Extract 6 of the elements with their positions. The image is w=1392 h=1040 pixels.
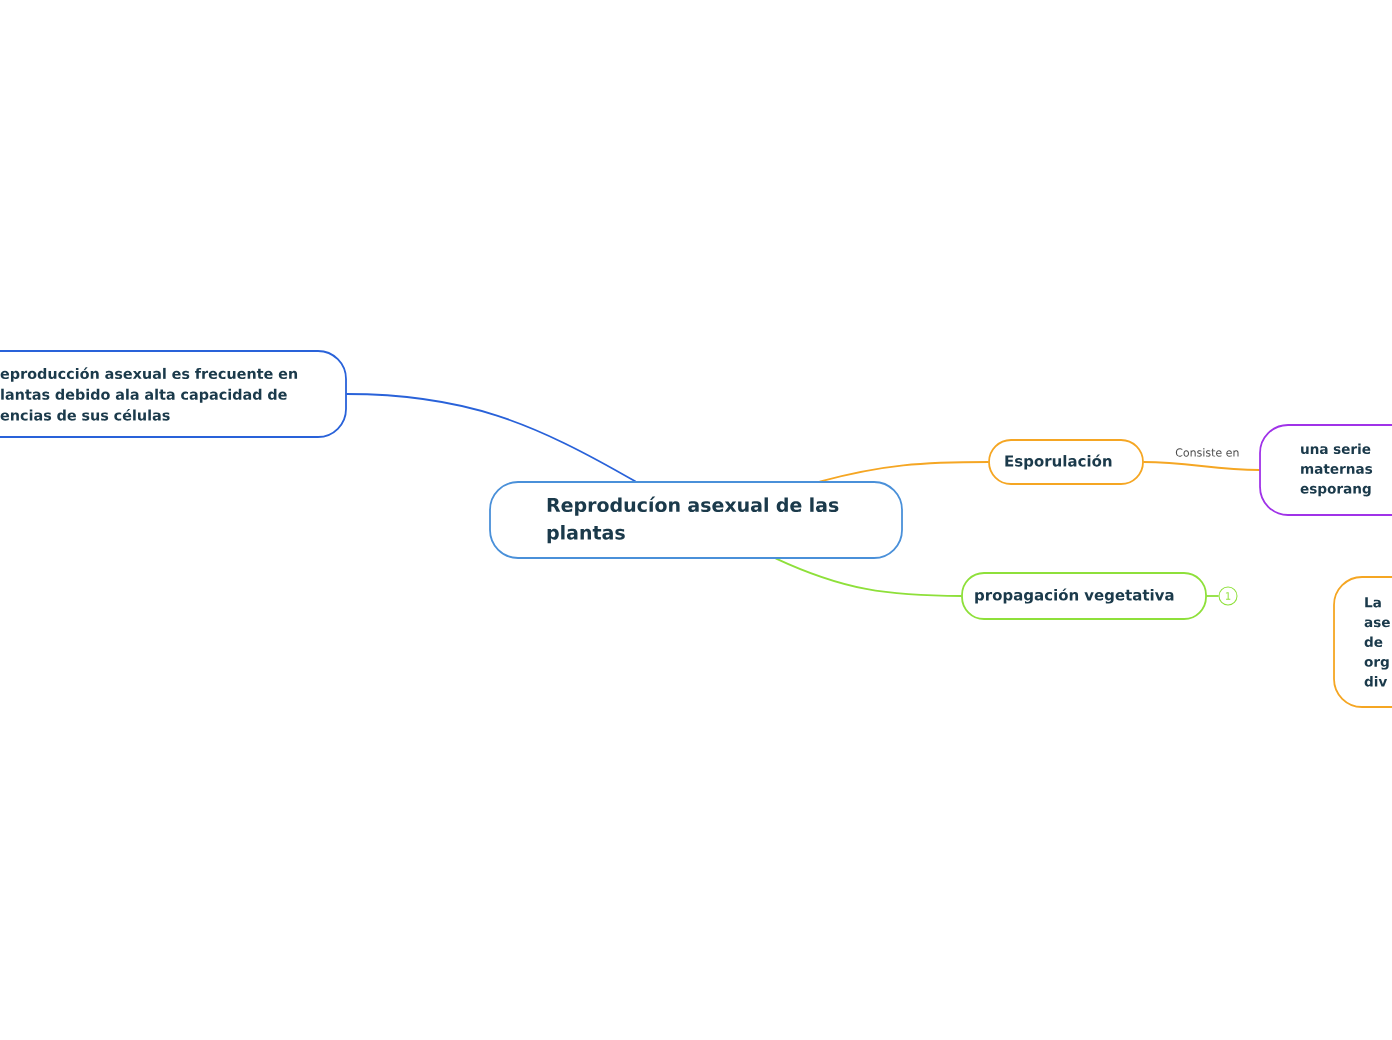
connector-line: [774, 557, 963, 597]
connector-line: [1142, 461, 1261, 471]
connector-line: [345, 393, 637, 483]
topic-box: Reproducíon asexual de las plantas: [489, 481, 903, 559]
connector-line: [1205, 595, 1220, 597]
connector-line: [818, 461, 990, 483]
